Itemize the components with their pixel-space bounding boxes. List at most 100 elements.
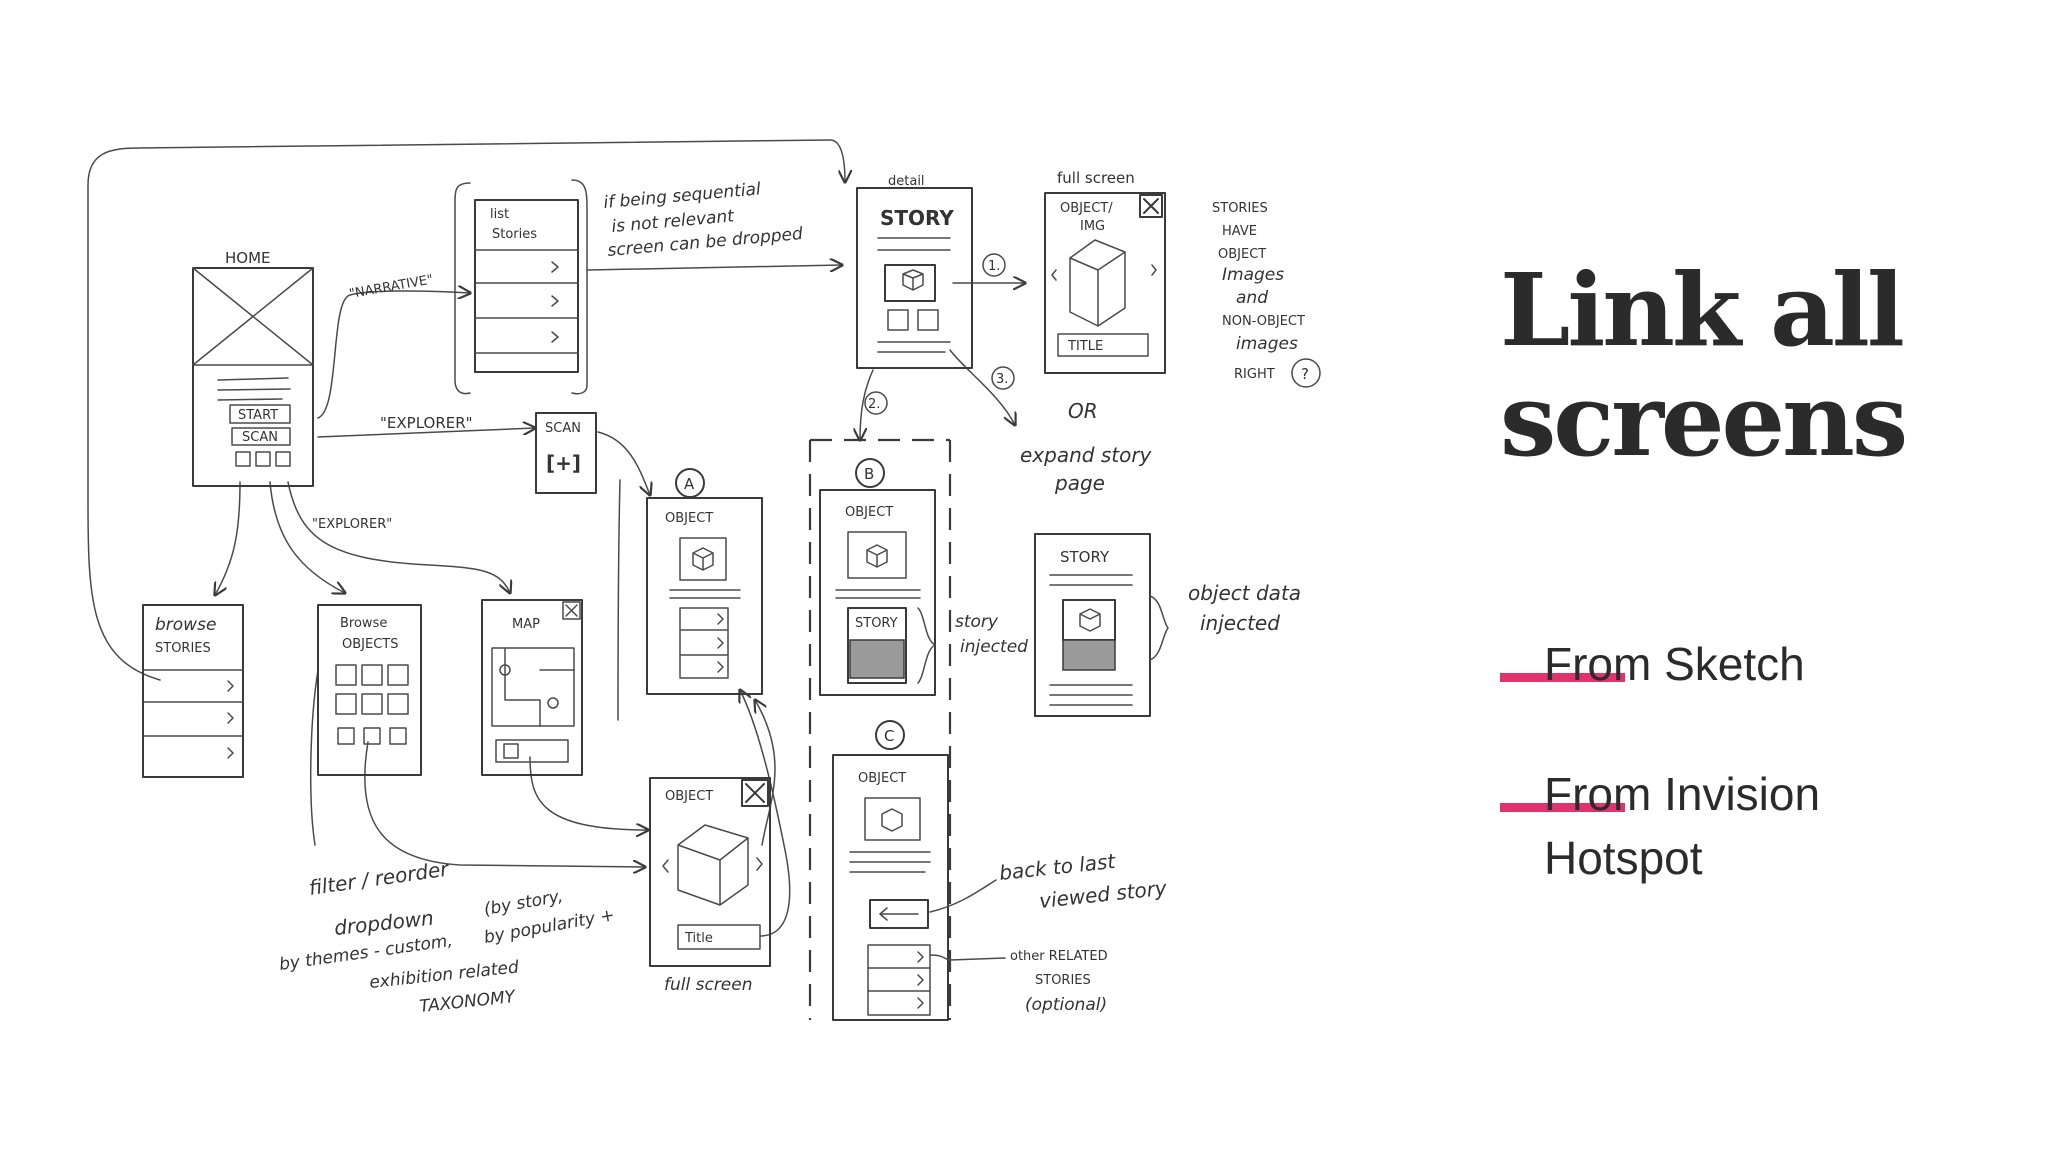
close-icon-2 — [741, 779, 769, 807]
detail-story-screen: detail STORY 1. 2. 3. — [856, 174, 1015, 415]
home-label: HOME — [225, 249, 271, 267]
fullscreen-top-caption: full screen — [1057, 169, 1135, 187]
map-screen: MAP — [481, 599, 583, 776]
svg-text:story: story — [955, 612, 999, 632]
svg-text:C: C — [884, 727, 894, 745]
edge-label-narrative: "NARRATIVE" — [348, 272, 434, 302]
home-screen: HOME START SCAN — [192, 249, 314, 487]
bullet-from-invision: From Invision Hotspot — [1500, 762, 1820, 890]
note-images: STORIES HAVE OBJECT Images and NON-OBJEC… — [1212, 201, 1321, 388]
note-sequential: if being sequential is not relevant scre… — [603, 179, 804, 261]
browse-stories-screen: browse STORIES — [142, 604, 244, 778]
svg-text:STORY: STORY — [1060, 548, 1110, 566]
svg-text:NON-OBJECT: NON-OBJECT — [1222, 314, 1305, 329]
svg-text:if being sequential: if being sequential — [603, 179, 762, 213]
bullet-accent-bar — [1500, 803, 1625, 812]
object-c-screen: C OBJECT — [832, 720, 949, 1021]
bullet-accent-bar — [1500, 673, 1625, 682]
detail-caption: detail — [888, 174, 925, 189]
svg-text:(by story,: (by story, — [482, 886, 564, 920]
or-text: OR — [1068, 399, 1098, 423]
note-expand: expand story page — [1020, 443, 1153, 495]
svg-text:STORIES: STORIES — [1212, 201, 1268, 216]
svg-text:A: A — [684, 475, 695, 493]
edge-label-explorer-2: "EXPLORER" — [312, 517, 392, 532]
start-button — [229, 404, 291, 424]
svg-text:injected: injected — [960, 637, 1028, 657]
svg-text:OBJECT: OBJECT — [1218, 247, 1266, 262]
slide-title: Link all screens — [1500, 255, 2020, 475]
scan-label: SCAN — [242, 430, 278, 445]
scan-button — [231, 427, 291, 446]
close-icon — [1139, 194, 1163, 218]
list-stories-title-2: Stories — [492, 227, 537, 242]
svg-text:TAXONOMY: TAXONOMY — [418, 987, 517, 1017]
svg-text:object data: object data — [1188, 581, 1301, 605]
svg-text:?: ? — [1301, 365, 1309, 383]
slide-title-line-1: Link all — [1500, 251, 1905, 369]
svg-text:injected: injected — [1200, 611, 1280, 635]
svg-text:OBJECTS: OBJECTS — [342, 637, 398, 652]
svg-text:STORIES: STORIES — [155, 641, 211, 656]
svg-text:MAP: MAP — [512, 617, 540, 632]
svg-text:STORIES: STORIES — [1035, 973, 1091, 988]
svg-text:Title: Title — [684, 931, 713, 946]
svg-text:HAVE: HAVE — [1222, 224, 1257, 239]
svg-text:browse: browse — [155, 615, 216, 635]
svg-text:other RELATED: other RELATED — [1010, 949, 1108, 964]
svg-text:OBJECT: OBJECT — [858, 771, 906, 786]
svg-text:page: page — [1054, 471, 1105, 495]
svg-text:Browse: Browse — [340, 616, 387, 631]
bullet-from-sketch: From Sketch — [1500, 632, 1805, 696]
object-b-group: B OBJECT STORY — [808, 438, 952, 1020]
step-2: 2. — [868, 397, 880, 412]
cube-icon — [884, 264, 936, 302]
svg-text:OBJECT: OBJECT — [845, 505, 893, 520]
svg-text:B: B — [864, 465, 874, 483]
svg-text:IMG: IMG — [1080, 219, 1105, 234]
note-back: back to last viewed story — [929, 849, 1169, 913]
fullscreen-top-screen: full screen OBJECT/ IMG TITLE — [1044, 169, 1166, 374]
svg-text:and: and — [1236, 288, 1268, 308]
fullscreen-bottom-caption: full screen — [664, 975, 753, 995]
svg-text:OBJECT/: OBJECT/ — [1060, 201, 1113, 216]
detail-title: STORY — [880, 206, 954, 230]
bullet-text: From Invision Hotspot — [1544, 768, 1821, 884]
svg-text:expand story: expand story — [1020, 443, 1153, 467]
note-object-injected: object data injected — [1149, 581, 1301, 661]
scan-screen: SCAN [+] — [535, 412, 597, 494]
scan-plus-icon: [+] — [546, 451, 581, 475]
step-1: 1. — [988, 259, 1000, 274]
edge-label-explorer-1: "EXPLORER" — [380, 414, 473, 432]
svg-text:back to last: back to last — [998, 849, 1117, 885]
slide-title-line-2: screens — [1500, 361, 1908, 479]
svg-text:TITLE: TITLE — [1067, 339, 1103, 354]
svg-text:images: images — [1236, 334, 1298, 354]
browse-objects-screen: Browse OBJECTS — [317, 604, 422, 776]
map-close-icon — [562, 601, 581, 620]
connector-lines — [87, 139, 1025, 937]
svg-text:(optional): (optional) — [1025, 995, 1107, 1015]
svg-text:Images: Images — [1222, 265, 1284, 285]
start-label: START — [238, 408, 278, 423]
svg-text:OBJECT: OBJECT — [665, 789, 713, 804]
svg-text:exhibition related: exhibition related — [368, 957, 519, 993]
svg-text:filter / reorder: filter / reorder — [307, 856, 451, 900]
list-stories-screen: list Stories — [454, 179, 588, 395]
bullet-text: From Sketch — [1544, 638, 1805, 690]
story-screen: STORY — [1034, 533, 1151, 717]
svg-text:viewed story: viewed story — [1038, 876, 1169, 913]
map-pin-icon — [499, 664, 511, 676]
list-stories-title-1: list — [490, 207, 509, 222]
svg-text:STORY: STORY — [855, 616, 898, 631]
step-3: 3. — [996, 372, 1008, 387]
note-related: other RELATED STORIES (optional) — [929, 949, 1108, 1015]
object-a-screen: A OBJECT — [646, 468, 763, 695]
svg-text:OBJECT: OBJECT — [665, 511, 713, 526]
fullscreen-bottom-screen: OBJECT Title full screen — [649, 777, 771, 995]
note-filter: filter / reorder dropdown (by story, by … — [278, 856, 616, 1017]
sketch-flow-diagram: HOME START SCAN "NARRATIVE" "EXPLORER" "… — [87, 139, 1321, 1021]
svg-text:SCAN: SCAN — [545, 421, 581, 436]
svg-text:RIGHT: RIGHT — [1234, 367, 1275, 382]
note-story-injected: story injected — [917, 607, 1028, 684]
